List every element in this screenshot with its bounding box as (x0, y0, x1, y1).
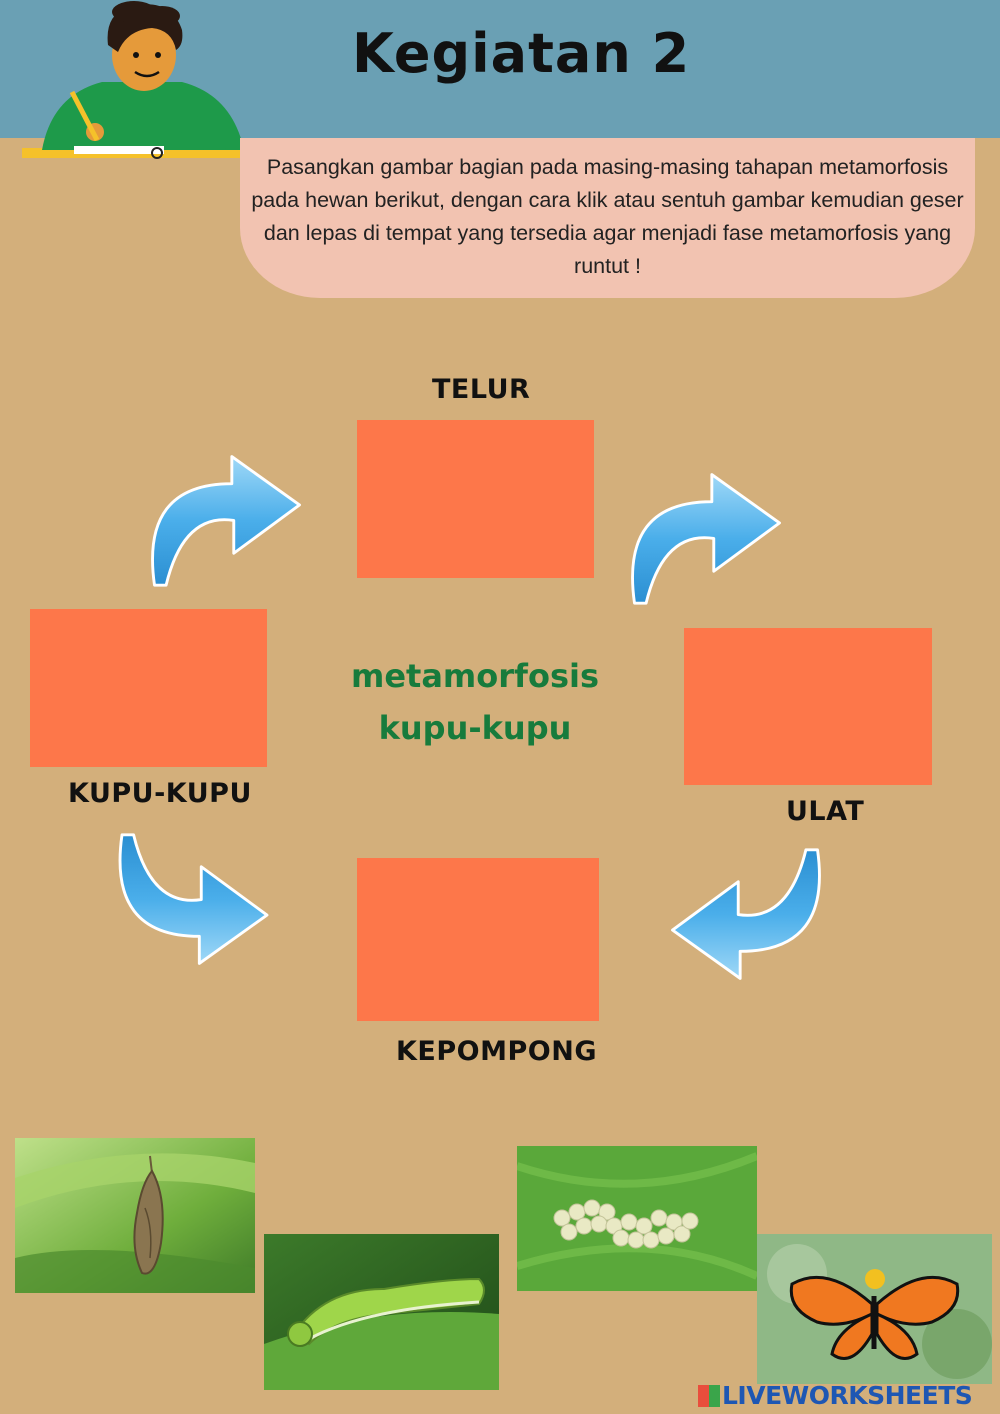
drop-zone-ulat[interactable] (684, 628, 932, 785)
arrow-to-ulat-icon (622, 463, 792, 608)
liveworksheets-mark-icon (698, 1385, 720, 1407)
caterpillar-photo[interactable] (264, 1234, 499, 1390)
student-illustration (22, 1, 270, 159)
drop-zone-kepompong[interactable] (357, 858, 599, 1021)
label-kepompong: KEPOMPONG (396, 1036, 597, 1067)
eggs-photo[interactable] (517, 1146, 757, 1291)
liveworksheets-logo: LIVEWORKSHEETS (698, 1381, 973, 1410)
arrow-to-kupu-icon (112, 830, 277, 975)
cycle-title-line1: metamorfosis (350, 657, 599, 695)
label-kupu-kupu: KUPU-KUPU (68, 778, 252, 809)
butterfly-photo[interactable] (757, 1234, 992, 1384)
arrow-to-telur-icon (142, 445, 312, 590)
liveworksheets-logo-text: LIVEWORKSHEETS (722, 1381, 973, 1410)
instruction-text: Pasangkan gambar bagian pada masing-masi… (240, 138, 975, 298)
cycle-title: metamorfosis kupu-kupu (300, 650, 650, 754)
cycle-title-line2: kupu-kupu (378, 709, 572, 747)
drop-zone-telur[interactable] (357, 420, 594, 578)
label-ulat: ULAT (786, 796, 865, 827)
label-telur: TELUR (432, 374, 531, 405)
drop-zone-kupu-kupu[interactable] (30, 609, 267, 767)
chrysalis-photo[interactable] (15, 1138, 255, 1293)
arrow-to-kepompong-icon (660, 845, 830, 990)
page-title: Kegiatan 2 (352, 22, 691, 85)
